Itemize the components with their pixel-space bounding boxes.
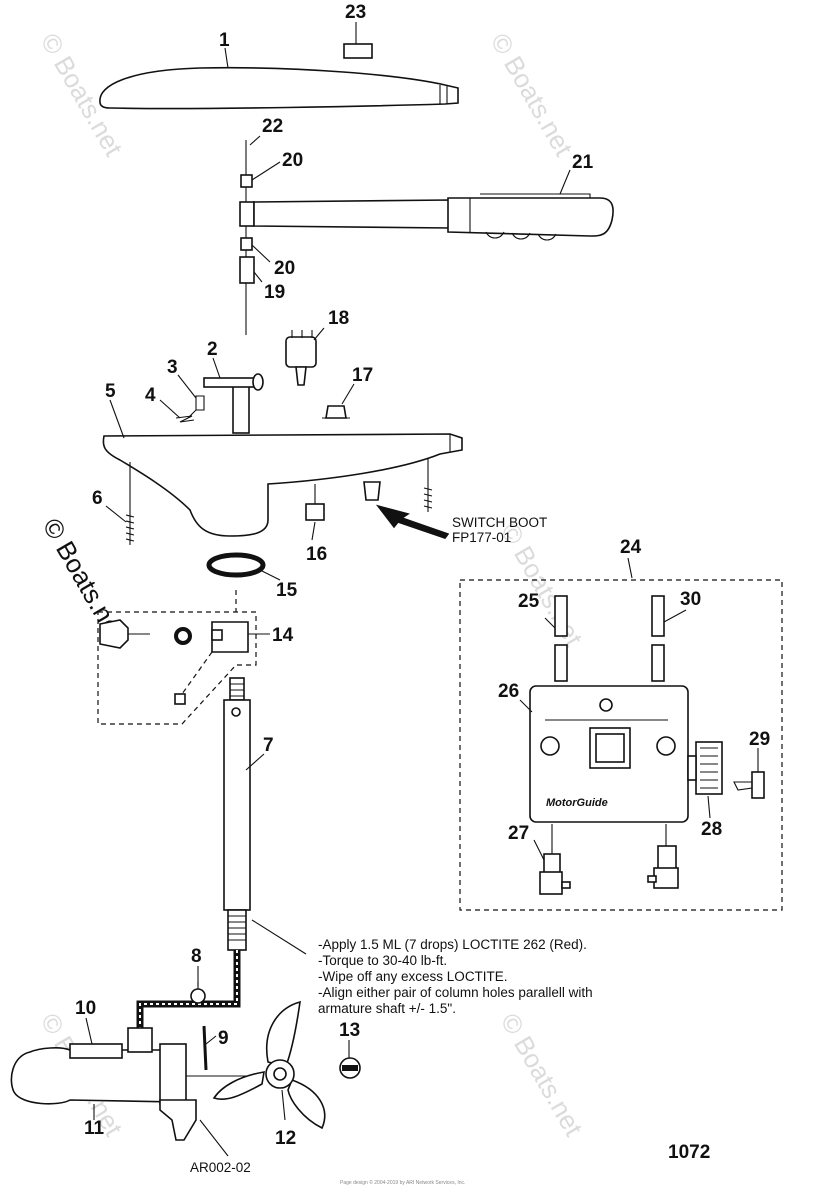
label-part-15: 15 bbox=[276, 580, 298, 601]
note-line-1: -Apply 1.5 ML (7 drops) LOCTITE 262 (Red… bbox=[318, 937, 587, 952]
part-number-labels: 1 23 22 20 21 20 19 18 2 3 17 5 4 6 16 1… bbox=[75, 2, 770, 1149]
label-part-27: 27 bbox=[508, 823, 529, 844]
part-29-plug bbox=[733, 771, 765, 799]
part-6-screw-right bbox=[423, 458, 433, 512]
switch-boot-label: SWITCH BOOT bbox=[452, 515, 547, 530]
part-20-bushing-upper bbox=[240, 174, 253, 188]
label-part-1: 1 bbox=[219, 30, 230, 51]
part-25-wire-lower bbox=[554, 644, 568, 682]
label-part-4: 4 bbox=[145, 385, 156, 406]
label-part-11: 11 bbox=[84, 1118, 105, 1139]
label-part-20-upper: 20 bbox=[282, 150, 303, 171]
label-part-8: 8 bbox=[191, 946, 202, 967]
label-part-10: 10 bbox=[75, 998, 96, 1019]
part-2-steering-tube bbox=[203, 373, 264, 434]
label-part-26: 26 bbox=[498, 681, 519, 702]
part-11-motor-housing bbox=[10, 1027, 250, 1141]
label-part-12: 12 bbox=[275, 1128, 296, 1149]
part-20-bushing-lower bbox=[240, 237, 253, 251]
switch-boot-part-number: FP177-01 bbox=[452, 530, 511, 545]
label-part-23: 23 bbox=[345, 2, 366, 23]
part-21-tiller-handle bbox=[239, 193, 614, 241]
power-cable-inner bbox=[139, 950, 238, 1030]
part-12-propeller bbox=[212, 1000, 326, 1130]
part-24-control-box-group: MotorGuide bbox=[459, 579, 783, 911]
label-part-25: 25 bbox=[518, 591, 540, 612]
switch-boot-arrow bbox=[375, 504, 450, 539]
label-part-22: 22 bbox=[262, 116, 283, 137]
part-3-bracket bbox=[187, 395, 205, 419]
part-9-pin bbox=[202, 1025, 208, 1071]
part-30-wire-upper bbox=[651, 595, 665, 637]
label-part-3: 3 bbox=[167, 357, 178, 378]
part-16-grommet bbox=[305, 484, 325, 521]
part-10-decal bbox=[69, 1043, 123, 1059]
part-27-connector-right bbox=[647, 824, 679, 889]
page-number: 1072 bbox=[668, 1142, 710, 1163]
note-line-5: armature shaft +/- 1.5". bbox=[318, 1001, 456, 1016]
label-part-17: 17 bbox=[352, 365, 373, 386]
part-6-screw bbox=[125, 462, 135, 545]
note-line-4: -Align either pair of column holes paral… bbox=[318, 985, 593, 1000]
note-line-3: -Wipe off any excess LOCTITE. bbox=[318, 969, 508, 984]
part-5-head-housing bbox=[102, 433, 463, 537]
power-cable bbox=[136, 950, 241, 1030]
label-part-29: 29 bbox=[749, 729, 770, 750]
label-part-7: 7 bbox=[263, 735, 274, 756]
label-part-16: 16 bbox=[306, 544, 327, 565]
part-1-cover-edge bbox=[439, 85, 448, 104]
part-13-prop-nut bbox=[339, 1057, 361, 1079]
label-part-18: 18 bbox=[328, 308, 349, 329]
part-23-decal bbox=[343, 43, 373, 59]
watermark-top-right: © Boats.net bbox=[485, 28, 579, 162]
label-part-28: 28 bbox=[701, 819, 722, 840]
label-part-24: 24 bbox=[620, 537, 642, 558]
part-27-connector-left bbox=[539, 824, 571, 895]
label-part-5: 5 bbox=[105, 381, 116, 402]
part-14-collar-group bbox=[97, 590, 257, 725]
label-part-6: 6 bbox=[92, 488, 103, 509]
part-15-washer bbox=[206, 552, 266, 578]
switch-boot-part bbox=[363, 481, 381, 501]
drawing-id: AR002-02 bbox=[190, 1160, 251, 1175]
label-part-21: 21 bbox=[572, 152, 594, 173]
label-part-30: 30 bbox=[680, 589, 701, 610]
part-8-nut bbox=[190, 966, 206, 1004]
leader-lines bbox=[85, 22, 759, 1157]
part-18-switch bbox=[285, 330, 317, 386]
part-7-shaft-column bbox=[223, 677, 251, 951]
control-box-brand: MotorGuide bbox=[546, 797, 608, 809]
part-30-wire-lower bbox=[651, 644, 665, 682]
part-28-knob bbox=[695, 741, 723, 795]
part-4-spring bbox=[175, 415, 195, 423]
watermark-bottom-right: © Boats.net bbox=[495, 1008, 589, 1142]
part-19-spacer bbox=[239, 256, 255, 284]
note-line-2: -Torque to 30-40 lb-ft. bbox=[318, 953, 447, 968]
assembly-notes: -Apply 1.5 ML (7 drops) LOCTITE 262 (Red… bbox=[318, 937, 593, 1016]
label-part-2: 2 bbox=[207, 339, 218, 360]
label-part-13: 13 bbox=[339, 1020, 360, 1041]
footer-copyright: Page design © 2004-2019 by ARI Network S… bbox=[340, 1179, 465, 1186]
label-part-19: 19 bbox=[264, 282, 285, 303]
part-17-connector bbox=[322, 405, 350, 419]
label-part-20-lower: 20 bbox=[274, 258, 295, 279]
label-part-14: 14 bbox=[272, 625, 294, 646]
label-part-9: 9 bbox=[218, 1028, 229, 1049]
part-1-top-cover bbox=[99, 66, 459, 110]
part-25-wire-upper bbox=[554, 595, 568, 637]
